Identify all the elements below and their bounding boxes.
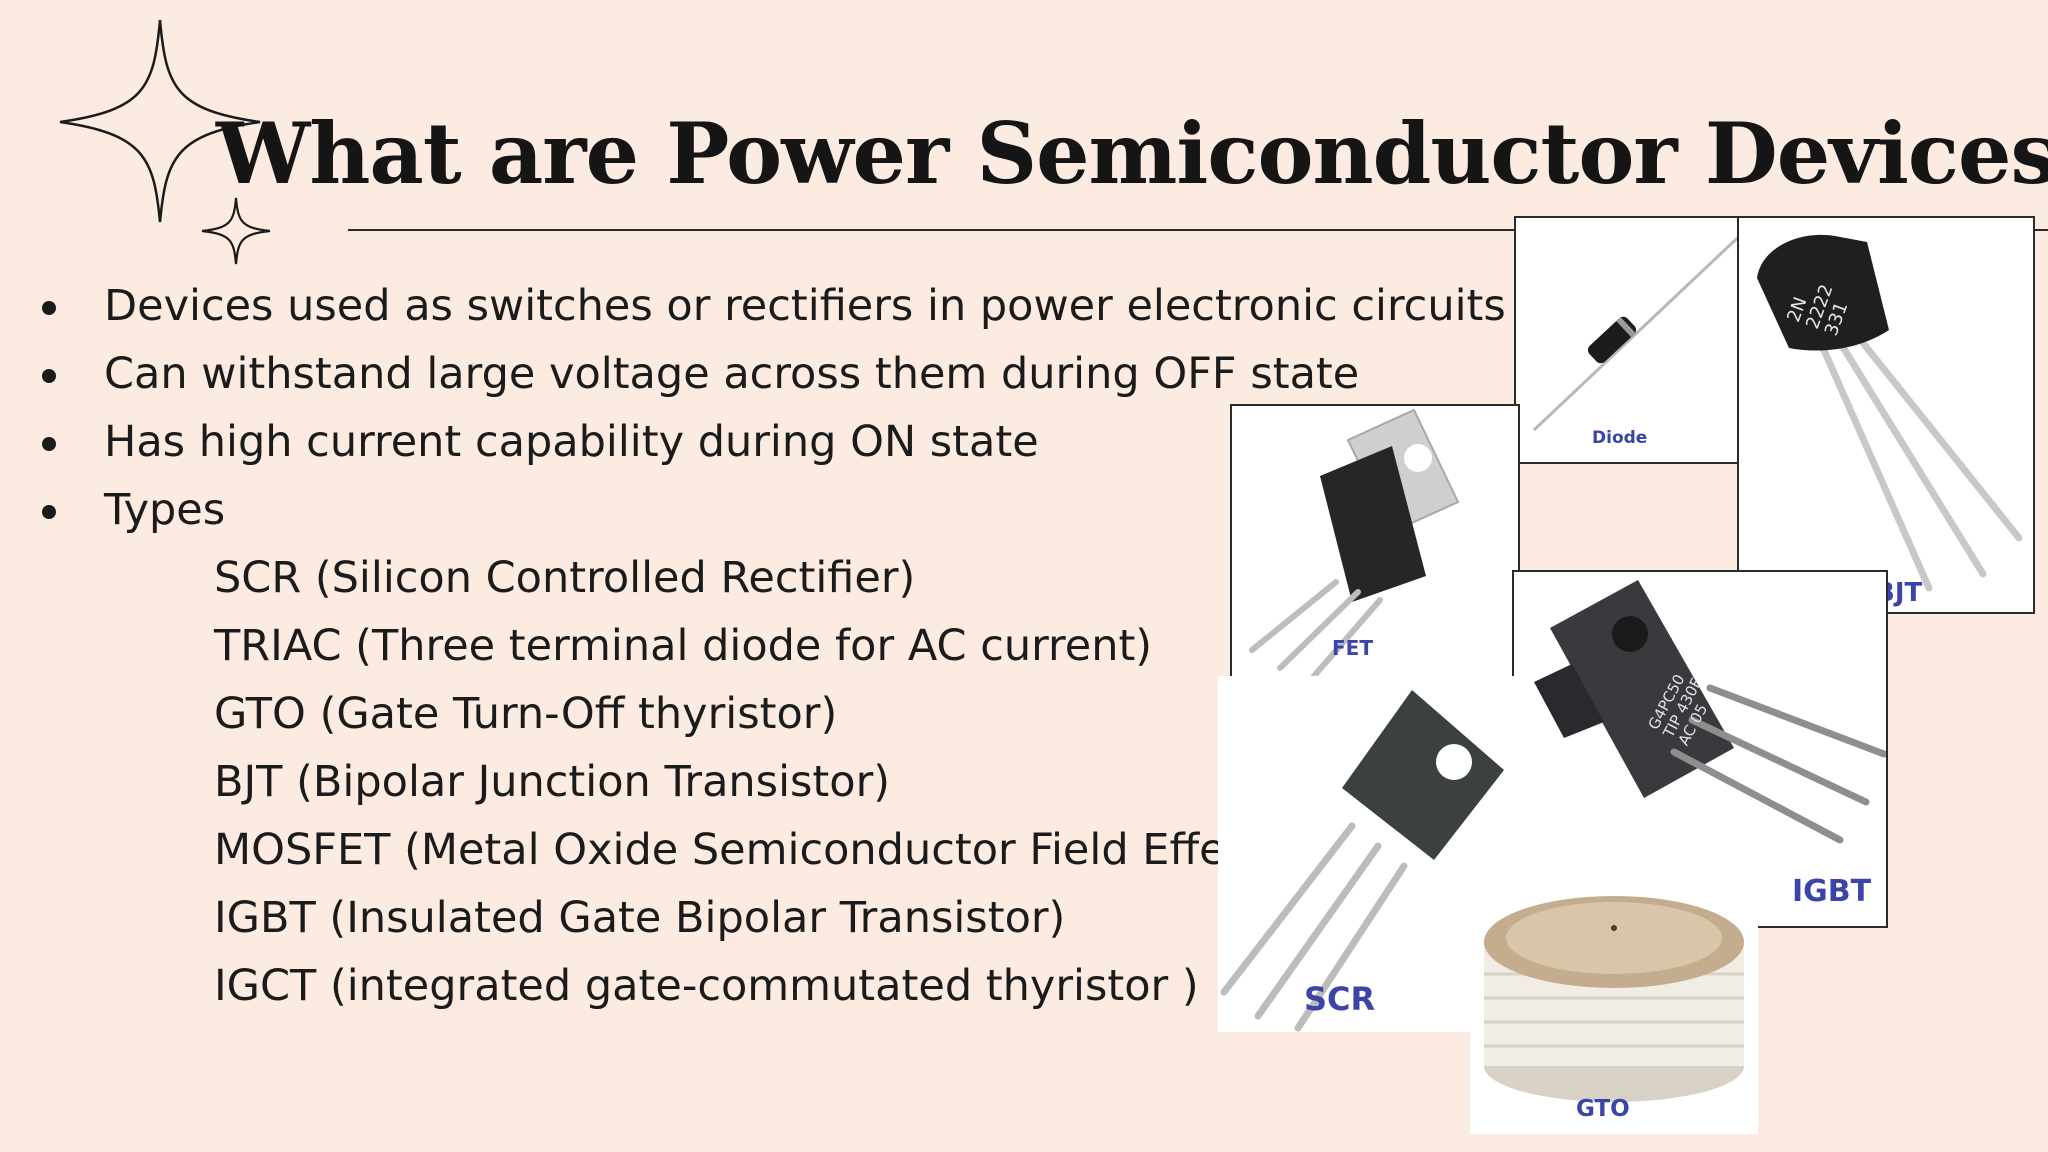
bullet-item: Devices used as switches or rectifiers i… [36,272,1506,340]
bjt-drawing: 2N 2222 331 [1757,234,2023,592]
scr-caption: SCR [1304,980,1376,1018]
device-type-item: SCR (Silicon Controlled Rectifier) [214,553,916,603]
bullet-dot-icon [42,437,56,451]
device-type-item: GTO (Gate Turn-Off thyristor) [214,689,838,739]
small-sparkle-icon [201,197,271,265]
device-type-item: IGCT (integrated gate-commutated thyrist… [214,961,1199,1011]
fet-photo: FET [1230,404,1520,678]
diode-caption: Diode [1592,428,1648,448]
title-divider [348,229,2048,231]
igbt-drawing: G4PC50 TIP 430F AC 05 [1534,580,1886,844]
diode-drawing [1532,227,1746,432]
gto-caption: GTO [1576,1096,1630,1122]
gto-photo: GTO [1470,858,1758,1134]
bullet-item: Has high current capability during ON st… [36,408,1506,476]
bjt-photo: 2N 2222 331 BJT [1737,216,2035,614]
gto-drawing [1484,896,1744,1102]
scr-drawing [1220,690,1504,1032]
page-title: What are Power Semiconductor Devices? [216,104,2048,203]
bullet-dot-icon [42,301,56,315]
fet-caption: FET [1332,636,1373,660]
bullet-dot-icon [42,505,56,519]
device-type-item: IGBT (Insulated Gate Bipolar Transistor) [214,893,1066,943]
device-types-list: SCR (Silicon Controlled Rectifier) TRIAC… [214,544,1505,1020]
large-sparkle-icon [59,19,261,223]
device-type-item: BJT (Bipolar Junction Transistor) [214,757,891,807]
scr-photo: SCR [1218,676,1518,1032]
diode-photo: Diode [1514,216,1748,464]
bullet-list: Devices used as switches or rectifiers i… [36,272,1506,544]
bullet-dot-icon [42,369,56,383]
device-type-item: TRIAC (Three terminal diode for AC curre… [214,621,1153,671]
bullet-item: Types [36,476,1506,544]
bullet-item: Can withstand large voltage across them … [36,340,1506,408]
fet-drawing [1249,408,1460,676]
igbt-caption: IGBT [1792,874,1872,909]
